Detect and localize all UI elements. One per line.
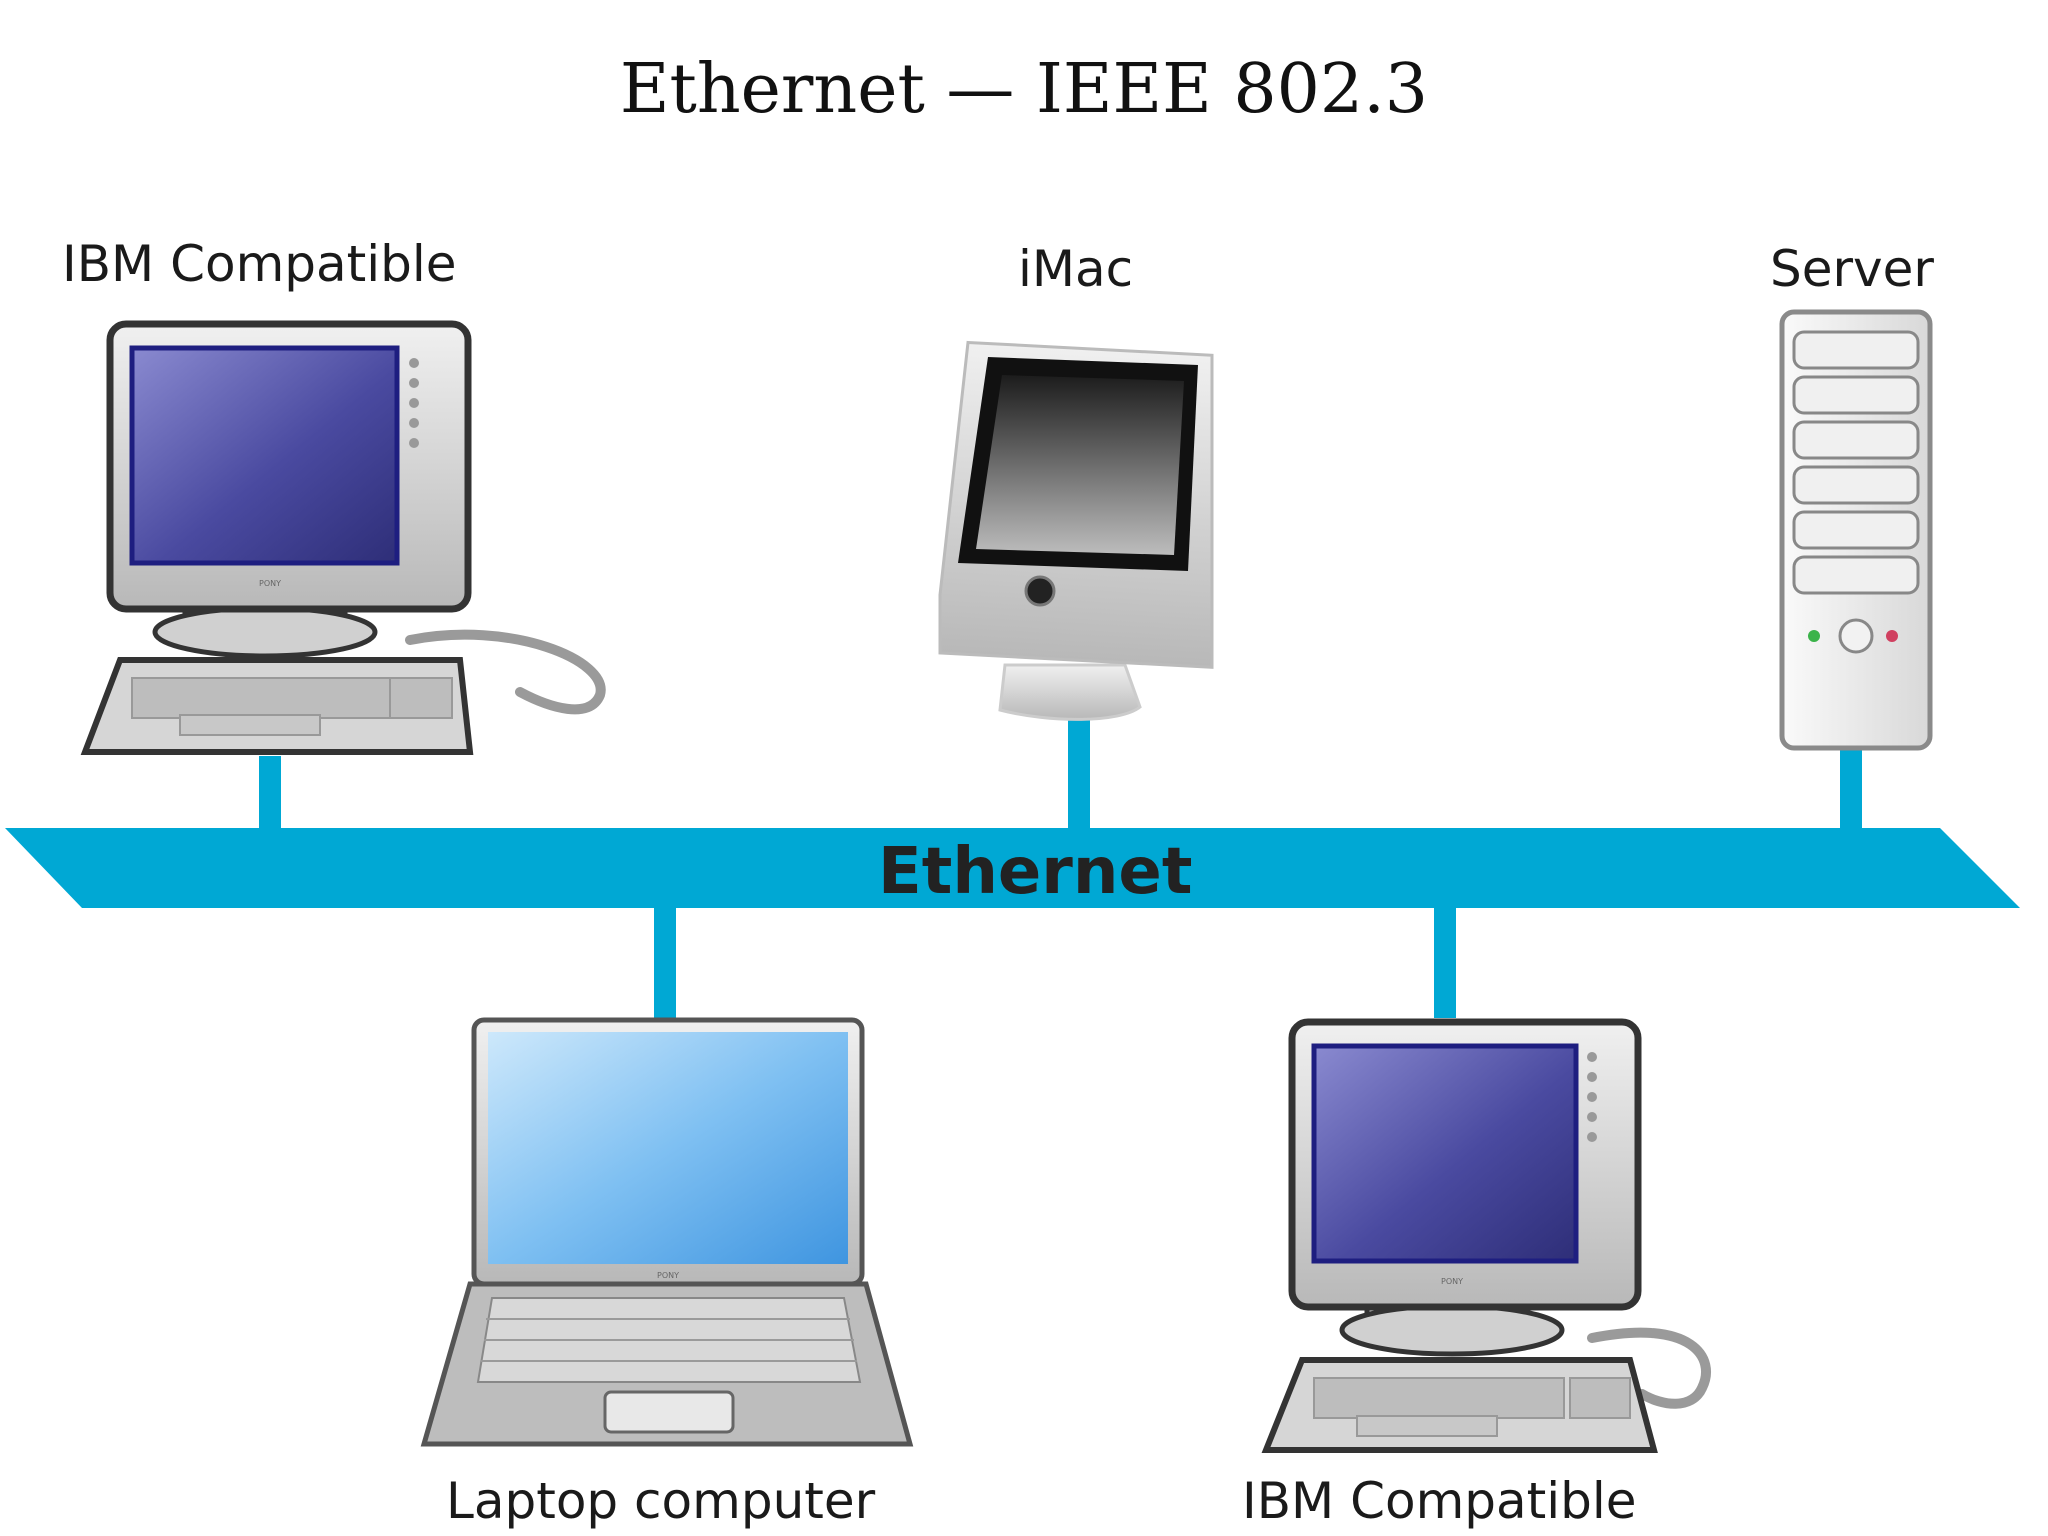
server-tower-icon [1779, 309, 1933, 751]
imac-icon [938, 340, 1214, 721]
svg-text:PONY: PONY [259, 579, 281, 588]
connector-laptop [654, 906, 676, 1018]
connector-ibm-top [259, 756, 281, 830]
connector-ibm-bottom [1434, 906, 1456, 1018]
laptop-icon: PONY [420, 1017, 914, 1447]
connector-imac [1068, 715, 1090, 830]
diagram-title: Ethernet — IEEE 802.3 [619, 50, 1429, 129]
desktop-computer-icon: PONY [80, 320, 606, 755]
connector-server [1840, 740, 1862, 830]
svg-text:PONY: PONY [657, 1271, 679, 1280]
svg-text:PONY: PONY [1441, 1277, 1463, 1286]
node-label-ibm-top: IBM Compatible [62, 235, 457, 293]
bus-connectors [259, 715, 1862, 1018]
ethernet-bus [5, 828, 2020, 908]
node-label-imac: iMac [1018, 240, 1134, 298]
node-label-server: Server [1770, 240, 1934, 298]
node-label-laptop: Laptop computer [446, 1472, 876, 1530]
ethernet-bus-label: Ethernet [878, 835, 1193, 909]
desktop-computer-icon: PONY [1261, 1018, 1711, 1453]
node-label-ibm-bottom: IBM Compatible [1242, 1472, 1637, 1530]
